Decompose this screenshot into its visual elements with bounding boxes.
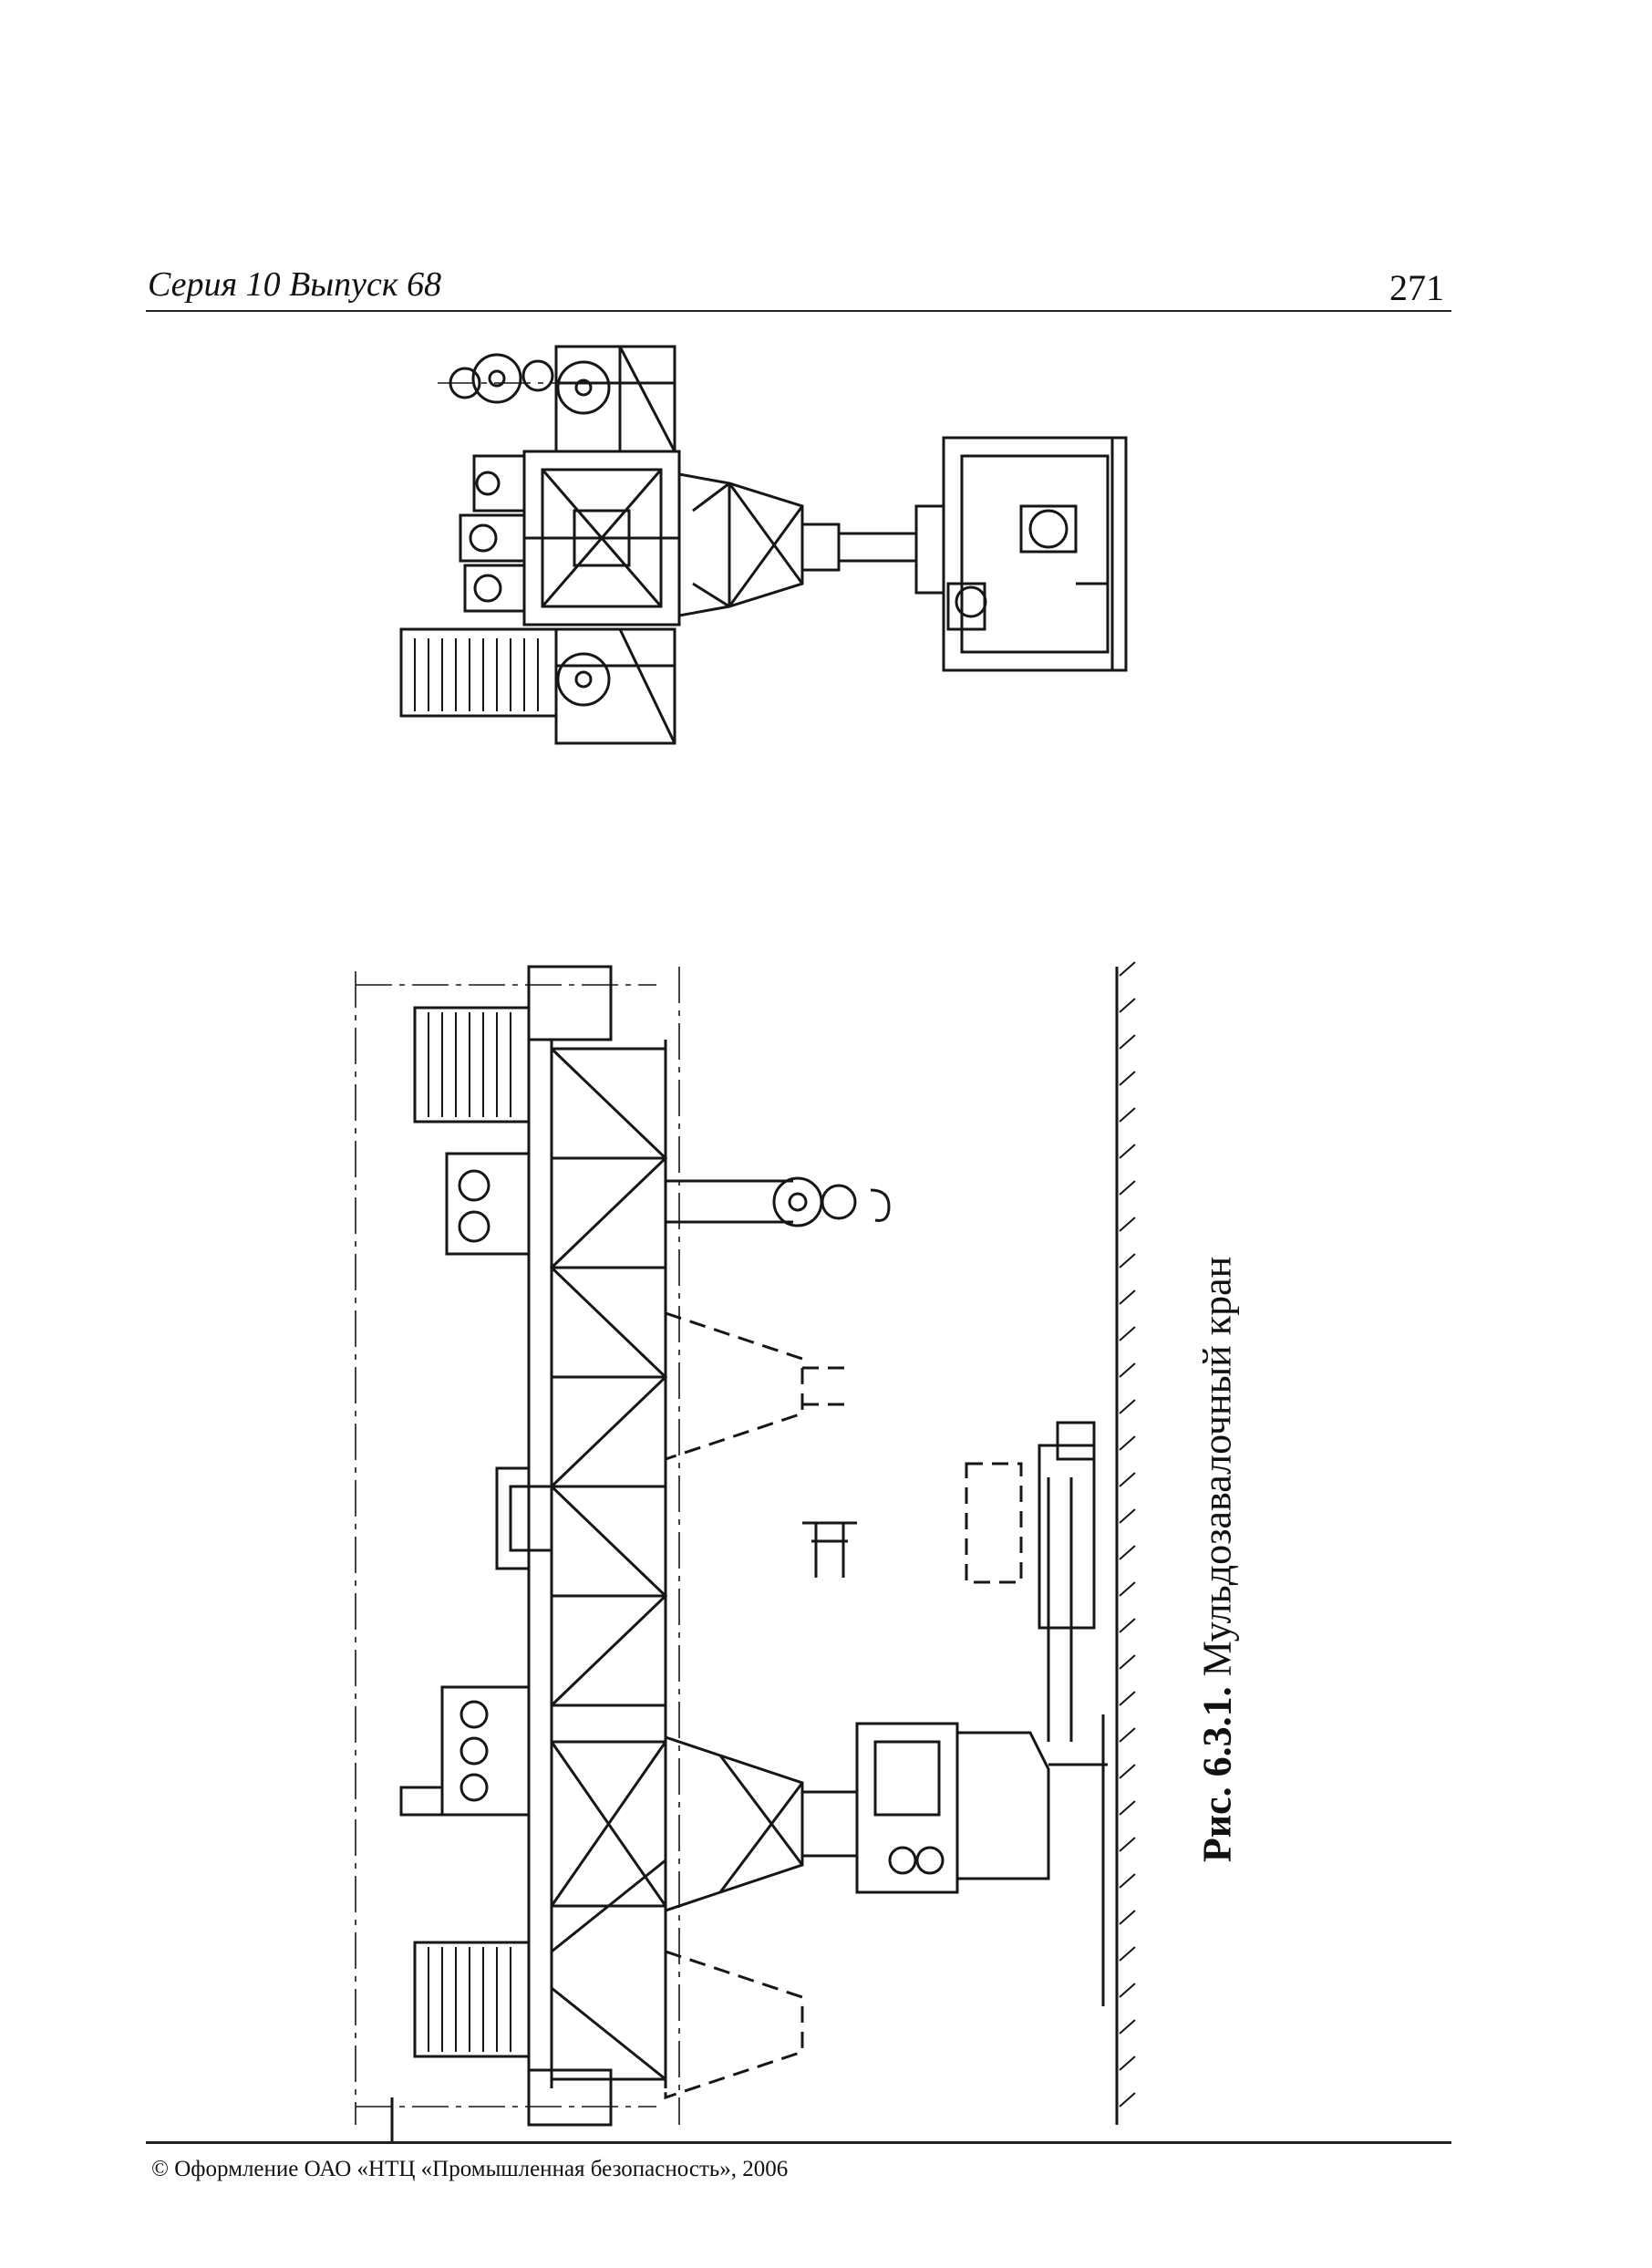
radiator-lower xyxy=(413,1941,531,2058)
top-end-carriage xyxy=(527,965,613,1041)
radiator-upper xyxy=(413,1006,531,1124)
ground-hatching xyxy=(1119,961,1136,2107)
crane-side-view xyxy=(355,961,1136,2143)
box-ghost xyxy=(965,1462,1023,1584)
footer-rule xyxy=(146,2141,1451,2144)
header-rule xyxy=(146,310,1451,312)
lower-carriage xyxy=(942,436,1128,672)
mid-drive xyxy=(495,1466,531,1570)
main-column xyxy=(800,1790,859,1858)
lower-wheel xyxy=(556,652,611,707)
running-header: Серия 10 Выпуск 68 xyxy=(148,265,442,304)
mast-cone xyxy=(677,472,804,617)
small-hook-frame xyxy=(802,1521,857,1578)
lower-bogie-frame xyxy=(554,627,676,745)
main-mast-cone xyxy=(664,1735,804,1913)
bottom-end-carriage xyxy=(527,2068,613,2127)
crane-end-view xyxy=(399,345,1128,745)
charging-arm xyxy=(957,1731,1050,1880)
upper-wheel xyxy=(556,360,611,415)
upper-bogie-frame xyxy=(554,345,676,453)
charging-head xyxy=(855,1722,959,1894)
mast-ghost-1 xyxy=(664,1310,804,1462)
charging-box xyxy=(1038,1444,1096,1630)
page-number: 271 xyxy=(1389,267,1444,308)
mast-ghost-2 xyxy=(664,1949,804,2100)
main-trolley-drive xyxy=(440,1685,531,1817)
hook-sheave xyxy=(772,1176,823,1227)
figure-title: Мульдозавалочный кран xyxy=(1194,1256,1240,1677)
hook xyxy=(870,1188,891,1222)
figure-label: Рис. 6.3.1. xyxy=(1194,1686,1240,1863)
figure-caption: Рис. 6.3.1. Мульдозавалочный кран xyxy=(1194,1257,1241,1862)
radiator-top xyxy=(399,627,558,718)
footer-copyright: © Оформление ОАО «НТЦ «Промышленная безо… xyxy=(151,2157,789,2181)
aux-trolley xyxy=(445,1152,531,1256)
